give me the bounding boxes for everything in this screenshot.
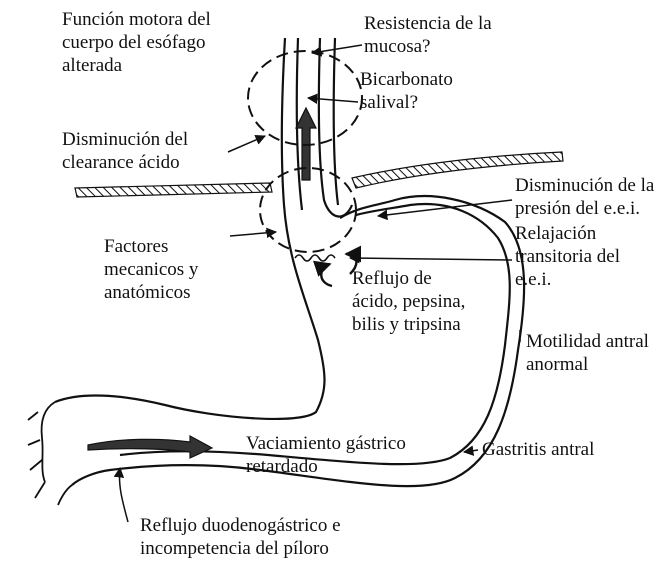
emptying-arrow [88, 436, 212, 458]
arrow-gastritis [464, 450, 478, 452]
arrow-duodenogastrico [119, 468, 128, 522]
reflux-curl-arrow-left [321, 264, 332, 286]
label-antral-gastritis: Gastritis antral [482, 438, 594, 461]
arrow-relajacion [350, 258, 512, 260]
les-wavy-line [295, 255, 335, 261]
esophagus [55, 38, 352, 419]
duodenum [28, 402, 72, 505]
arrow-clearance [228, 136, 265, 152]
